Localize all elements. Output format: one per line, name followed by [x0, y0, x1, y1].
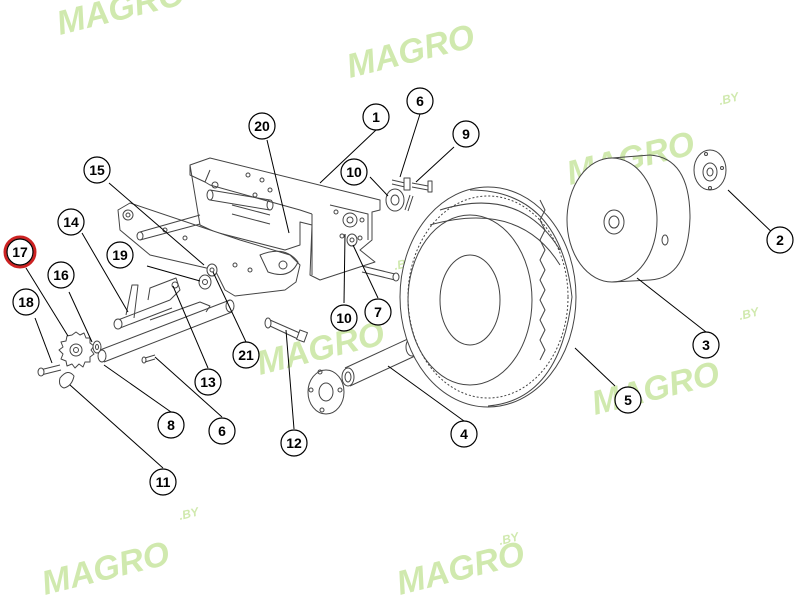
- watermark-layer: MAGRO MAGRO MAGRO MAGRO MAGRO MAGRO MAGR…: [38, 0, 761, 600]
- callout-p5[interactable]: 5: [614, 386, 642, 414]
- callout-label: 4: [460, 426, 468, 442]
- frame-part: [189, 157, 381, 281]
- callout-label: 10: [346, 164, 362, 180]
- watermark: MAGRO: [53, 0, 189, 43]
- tire: [399, 186, 577, 408]
- callout-p10b[interactable]: 10: [330, 304, 358, 332]
- callout-circle: [248, 112, 276, 140]
- callout-p1[interactable]: 1: [362, 103, 390, 131]
- callout-circle: [232, 341, 260, 369]
- callout-circle: [340, 158, 368, 186]
- callout-circle: [12, 288, 40, 316]
- callout-circle: [208, 417, 236, 445]
- bearing-flange-right: [693, 149, 727, 191]
- callout-label: 18: [18, 294, 34, 310]
- callout-label: 16: [53, 267, 69, 283]
- sprocket-group: [37, 331, 102, 389]
- watermark: MAGRO: [343, 17, 479, 85]
- callout-label: 17: [12, 244, 28, 260]
- callout-circle: [280, 429, 308, 457]
- callout-label: 3: [702, 337, 710, 353]
- callout-label: 19: [112, 247, 128, 263]
- callout-label: 9: [462, 126, 470, 142]
- callout-label: 14: [63, 214, 79, 230]
- callout-p3[interactable]: 3: [692, 331, 720, 359]
- callout-label: 6: [218, 423, 226, 439]
- callout-circle: [450, 420, 478, 448]
- callout-p6a[interactable]: 6: [406, 87, 434, 115]
- callout-label: 7: [374, 304, 382, 320]
- callout-p6b[interactable]: 6: [208, 417, 236, 445]
- watermark-suffix: .BY: [717, 89, 741, 108]
- watermark-suffix: .BY: [497, 529, 521, 548]
- bolt-hub: [361, 265, 400, 282]
- callout-label: 2: [776, 232, 784, 248]
- callout-label: 21: [238, 347, 254, 363]
- callout-p14[interactable]: 14: [57, 208, 85, 236]
- callout-circle: [766, 226, 794, 254]
- callout-label: 15: [89, 162, 105, 178]
- callout-label: 5: [624, 392, 632, 408]
- hardware-small: [346, 177, 433, 247]
- parts-line-art: [37, 149, 727, 415]
- wheel-rim: [566, 154, 691, 283]
- callout-p21[interactable]: 21: [232, 341, 260, 369]
- callout-p17[interactable]: 17: [3, 235, 37, 269]
- watermark: MAGRO: [38, 534, 174, 600]
- bolt-12: [264, 317, 308, 343]
- callout-p10a[interactable]: 10: [340, 158, 368, 186]
- callout-circle: [406, 87, 434, 115]
- callout-p19[interactable]: 19: [106, 241, 134, 269]
- callout-circle: [330, 304, 358, 332]
- callout-circle: [692, 331, 720, 359]
- callout-circle: [106, 241, 134, 269]
- callout-label: 10: [336, 310, 352, 326]
- callout-p16[interactable]: 16: [47, 261, 75, 289]
- spacer-tubes: [136, 189, 274, 241]
- callout-p15[interactable]: 15: [83, 156, 111, 184]
- callout-p11[interactable]: 11: [149, 468, 177, 496]
- leader-lines: [25, 113, 781, 469]
- callout-p13[interactable]: 13: [194, 368, 222, 396]
- callout-label: 12: [286, 435, 302, 451]
- callout-p9[interactable]: 9: [452, 120, 480, 148]
- callout-circle: [452, 120, 480, 148]
- bearing-flange: [307, 369, 345, 415]
- callout-label: 8: [167, 417, 175, 433]
- callout-p2[interactable]: 2: [766, 226, 794, 254]
- callout-circle: [362, 103, 390, 131]
- watermark-suffix: .BY: [737, 304, 761, 323]
- callout-circle: [614, 386, 642, 414]
- callout-circle: [6, 238, 34, 266]
- callout-label: 13: [200, 374, 216, 390]
- callout-circle: [47, 261, 75, 289]
- watermark-suffix: .BY: [177, 504, 201, 523]
- callout-p8[interactable]: 8: [157, 411, 185, 439]
- callout-p20[interactable]: 20: [248, 112, 276, 140]
- selected-callout-ring: [3, 235, 37, 269]
- callout-label: 20: [254, 118, 270, 134]
- callout-circle: [83, 156, 111, 184]
- callout-circle: [57, 208, 85, 236]
- side-plate: [117, 202, 301, 297]
- callout-circle: [364, 298, 392, 326]
- callout-p12[interactable]: 12: [280, 429, 308, 457]
- shaft-assembly: [97, 263, 235, 364]
- callout-label: 6: [416, 93, 424, 109]
- callout-p7[interactable]: 7: [364, 298, 392, 326]
- callout-p18[interactable]: 18: [12, 288, 40, 316]
- callout-label: 1: [372, 109, 380, 125]
- callout-p4[interactable]: 4: [450, 420, 478, 448]
- callout-circle: [157, 411, 185, 439]
- watermark: MAGRO: [588, 354, 724, 422]
- callout-label: 11: [156, 474, 171, 490]
- callout-circle: [194, 368, 222, 396]
- callout-circle: [149, 468, 177, 496]
